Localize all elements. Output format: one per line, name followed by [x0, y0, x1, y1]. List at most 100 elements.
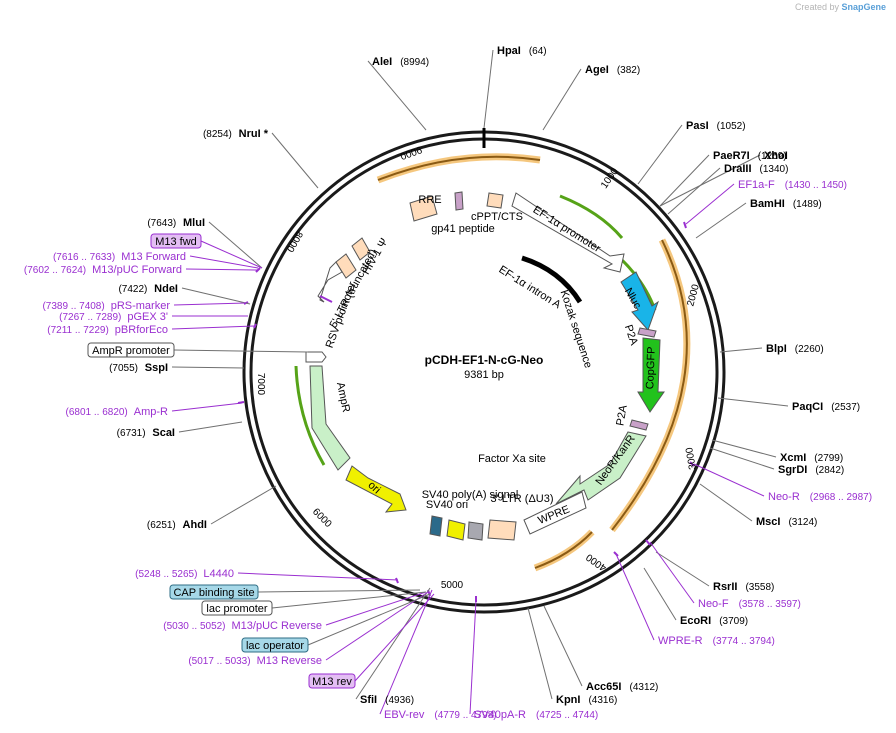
primer-m13-forward: (7616 .. 7633)M13 Forward: [53, 251, 186, 263]
enzyme-site-alei: AleI(8994): [372, 56, 429, 68]
enzyme-name: BamHI: [750, 198, 785, 210]
leader-mlui: [208, 221, 263, 269]
enzyme-name: ScaI: [152, 427, 175, 439]
primer-name: EF1a-F: [738, 179, 775, 191]
leader-primer-neo-r: [693, 463, 765, 497]
enzyme-position: (2842): [815, 465, 844, 476]
enzyme-site-scai: (6731) ScaI: [117, 427, 175, 439]
primer-name: M13/pUC Reverse: [232, 620, 322, 632]
enzyme-position: (3558): [745, 582, 774, 593]
ltr-box: [487, 519, 517, 541]
primer-sv40pa-r: SV40pA-R (4725 .. 4744): [474, 709, 598, 721]
ef1a-promoter-arrow: [511, 192, 625, 273]
enzyme-name: AgeI: [585, 64, 609, 76]
enzyme-position: (7422): [118, 284, 150, 295]
enzyme-position: (1340): [760, 164, 789, 175]
leader-xhoi: [659, 154, 761, 207]
enzyme-name: AhdI: [183, 519, 207, 531]
primer-name: EBV-rev: [384, 709, 425, 721]
orf-arrow-right: [611, 239, 688, 531]
leader-nrui: [271, 132, 319, 189]
enzyme-name: EcoRI: [680, 615, 711, 627]
leader-primer-ef1a-f: [685, 183, 735, 225]
enzyme-name: PaqCI: [792, 401, 823, 413]
enzyme-name: BlpI: [766, 343, 787, 355]
tick-label-2000: 2000: [685, 283, 701, 308]
sv40-mini-box: [429, 515, 443, 537]
feature-shapes: [305, 191, 665, 541]
label-box-m13-fwd: [150, 233, 202, 249]
boxed-feature-ampr-promoter: AmpR promoter: [92, 345, 170, 357]
enzyme-site-bamhi: BamHI(1489): [750, 198, 822, 210]
primer-name: Neo-R: [768, 491, 800, 503]
enzyme-name: NruI *: [239, 128, 269, 140]
ampr-promoter-arrow: [305, 351, 327, 363]
psi-box: [351, 237, 371, 261]
plasmid-size: 9381 bp: [464, 369, 504, 381]
primer-amp-r: (6801 .. 6820)Amp-R: [66, 406, 169, 418]
enzyme-position: (6731): [117, 428, 149, 439]
primer-tick-lac: [319, 295, 333, 303]
plasmid-name: pCDH-EF1-N-cG-Neo: [425, 353, 544, 367]
feature-label-sv40-poly-a-signal-14: SV40 poly(A) signal: [422, 489, 519, 501]
enzyme-site-ndei: (7422) NdeI: [118, 283, 178, 295]
gp41-box: [454, 191, 464, 211]
leader-ampr-promoter: [173, 349, 309, 353]
ori-arrow: [345, 465, 407, 513]
sv40-polya-box: [467, 521, 484, 541]
enzyme-position: (7643): [147, 218, 179, 229]
enzyme-position: (1269): [758, 151, 787, 162]
primer-position: (4725 .. 4744): [536, 710, 598, 721]
primer-position: (3578 .. 3597): [739, 599, 801, 610]
leader-primer-sv40pa-r: [469, 599, 477, 715]
leader-agei: [542, 68, 582, 131]
enzyme-name: MscI: [756, 516, 780, 528]
primer-name: Amp-R: [134, 406, 168, 418]
tick-label-5000: 5000: [441, 580, 464, 591]
enzyme-site-xcmi: XcmI(2799): [780, 452, 843, 464]
enzyme-name: DraIII: [724, 163, 752, 175]
enzyme-name: XhoI: [764, 150, 788, 162]
primer-position: (7389 .. 7408): [42, 301, 104, 312]
leader-primer-pbrforeco: [171, 325, 255, 330]
feature-label-p2a-7: P2A: [622, 323, 640, 347]
enzyme-name: KpnI: [556, 694, 580, 706]
leader-primer-wpre-r: [615, 553, 655, 641]
primer-name: M13 Forward: [121, 251, 186, 263]
feature-label-rre-0: RRE: [418, 194, 441, 206]
leader-primer-amp-r: [171, 402, 243, 412]
primer-pgex-3: (7267 .. 7289)pGEX 3': [59, 311, 168, 323]
snapgene-logo: SnapGene: [841, 2, 886, 12]
enzyme-position: (4312): [629, 682, 658, 693]
leader-m13-rev: [354, 593, 435, 682]
primer-l4440: (5248 .. 5265)L4440: [135, 568, 234, 580]
leader-bamhi: [695, 202, 747, 239]
label-box-lac-operator: [241, 637, 309, 653]
enzyme-position: (64): [529, 46, 547, 57]
primer-position: (1430 .. 1450): [785, 180, 847, 191]
enzyme-site-sgrdi: SgrDI (2842): [778, 464, 844, 476]
enzyme-name: SspI: [145, 362, 168, 374]
neokan-arrow: [555, 431, 647, 505]
enzyme-site-rsrii: RsrII(3558): [713, 581, 774, 593]
enzyme-name: SgrDI: [778, 464, 807, 476]
tick-label-6000: 6000: [310, 506, 334, 530]
boxed-feature-m13-fwd: M13 fwd: [155, 236, 197, 248]
ltr-5-box: [335, 253, 357, 279]
leader-sspi: [171, 366, 245, 369]
leader-ecori: [643, 567, 677, 621]
primer-name: SV40pA-R: [474, 709, 526, 721]
leader-primer-l4440: [237, 572, 399, 581]
enzyme-position: (7055): [109, 363, 141, 374]
orf-arcs: [294, 153, 691, 572]
enzyme-name: XcmI: [780, 452, 806, 464]
leader-lac-promoter: [271, 591, 427, 609]
leader-primer-m13-reverse: [325, 591, 429, 661]
enzyme-position: (2260): [795, 344, 824, 355]
primer-ebv-rev: EBV-rev(4779 .. 4798): [384, 709, 497, 721]
primer-tick-neo-f: [645, 539, 651, 546]
leader-primer-neo-f: [649, 541, 695, 604]
boxed-feature-cap-binding-site: CAP binding site: [173, 587, 254, 599]
enzyme-position: (4316): [588, 695, 617, 706]
